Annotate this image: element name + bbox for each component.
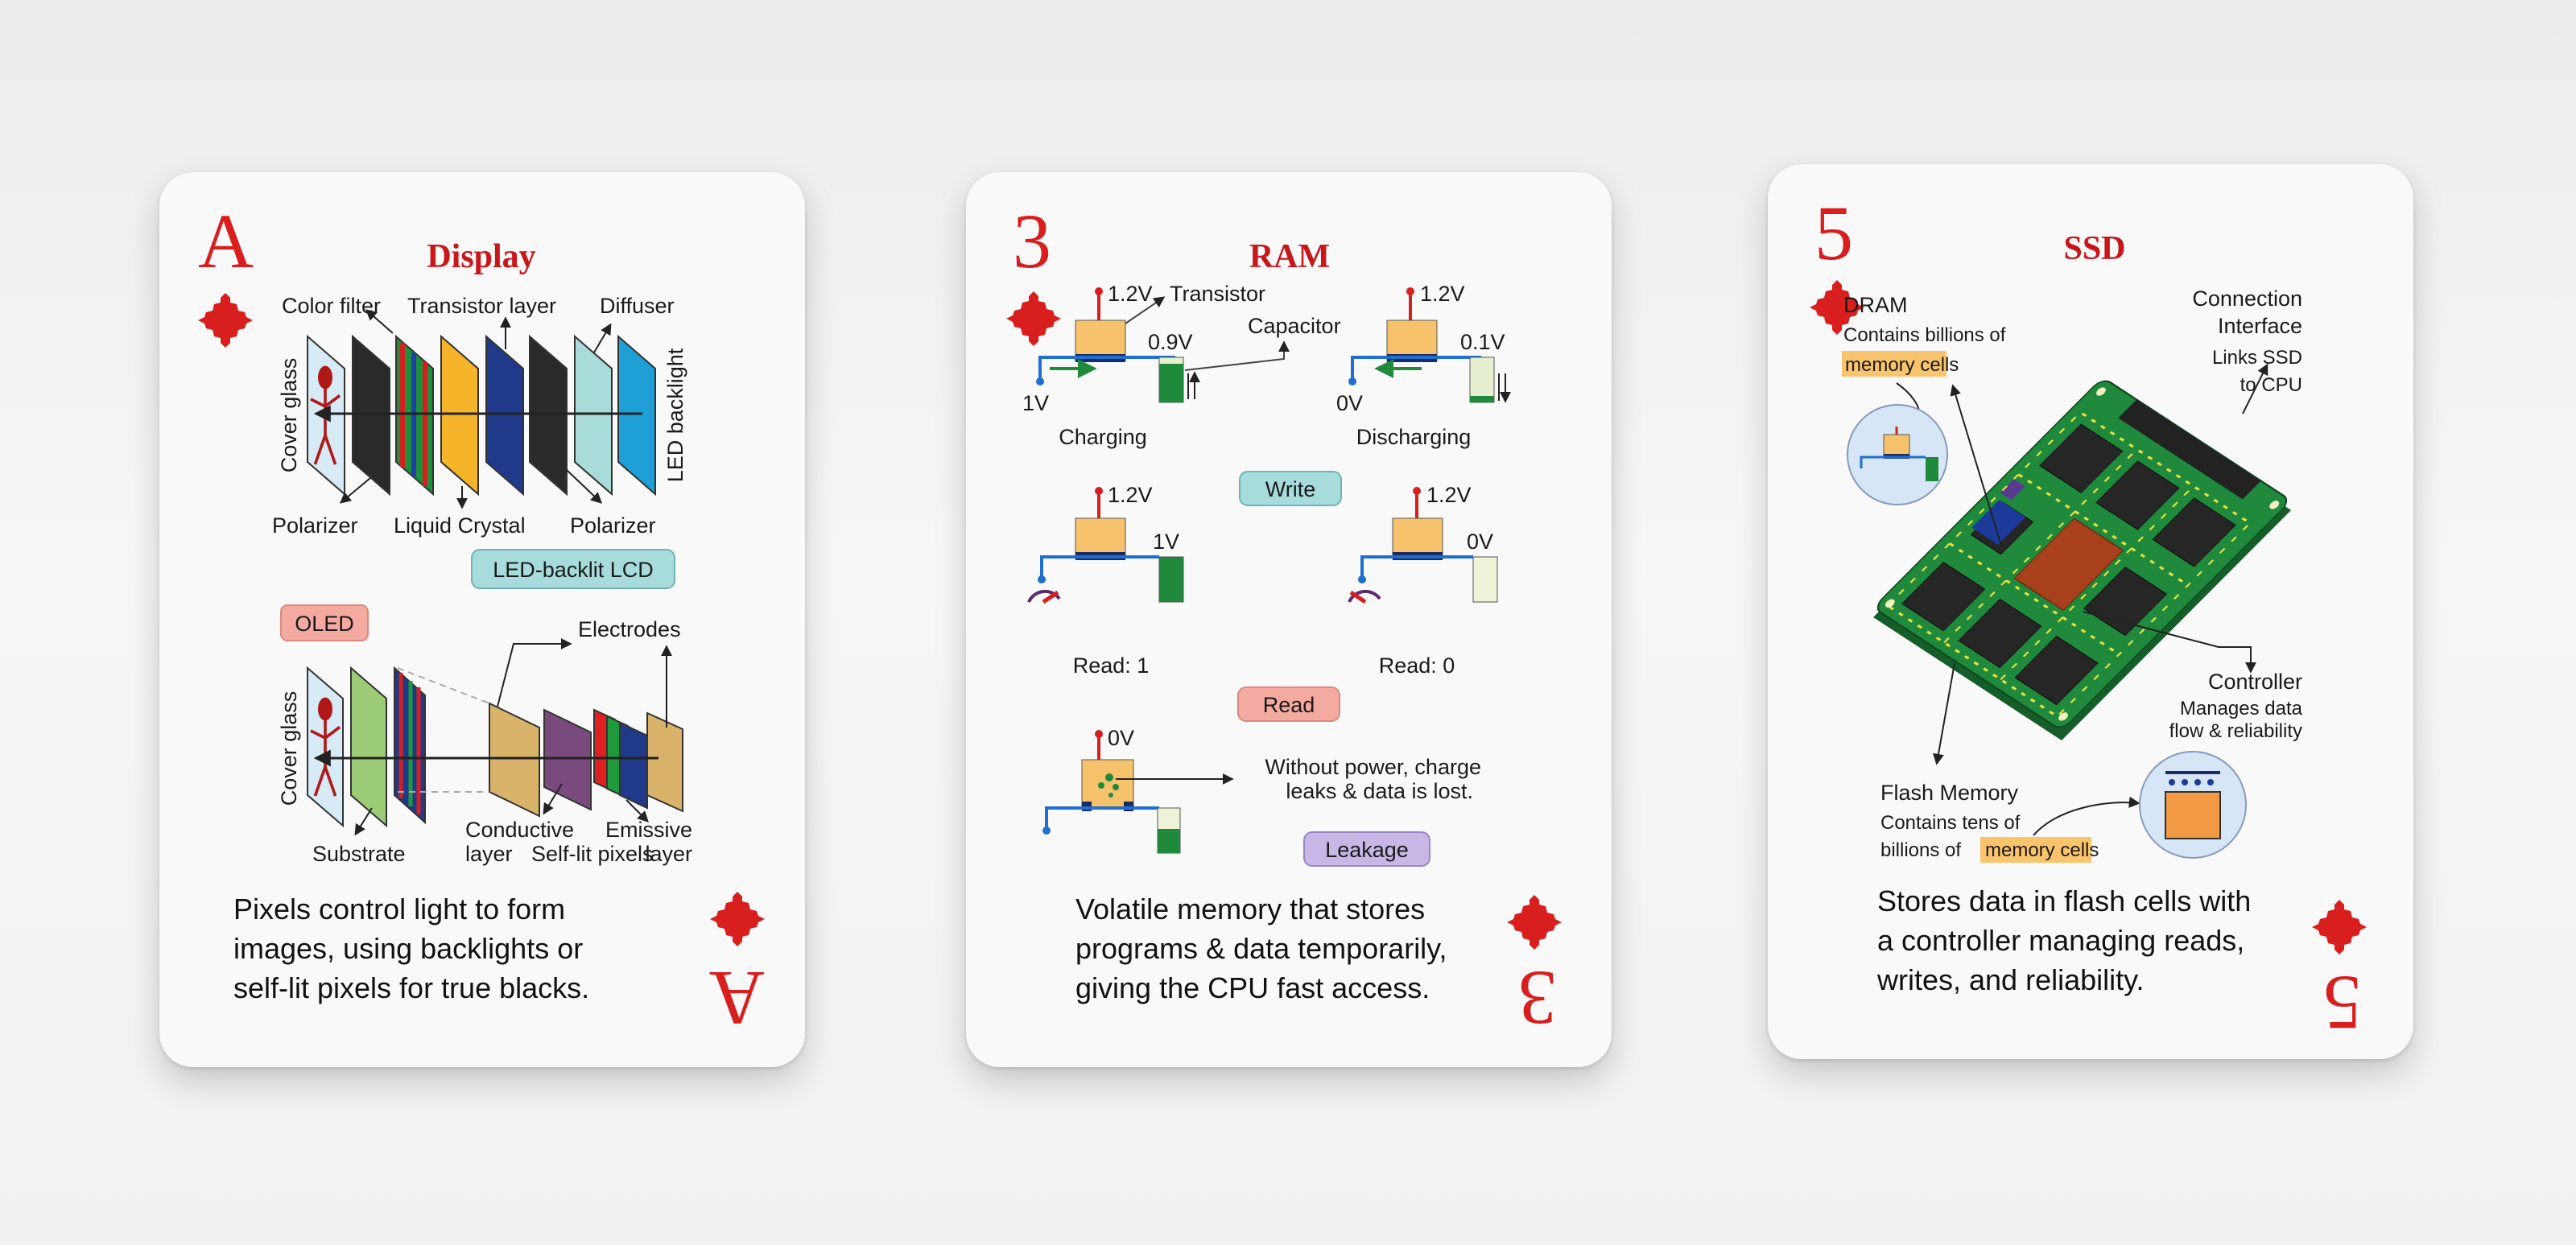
- diamond-icon: [1507, 895, 1562, 950]
- description-line: Volatile memory that stores: [1075, 893, 1425, 926]
- label-liquid-crystal: Liquid Crystal: [394, 513, 526, 538]
- label-emissive: Emissive: [605, 818, 692, 842]
- diamond-icon: [1006, 291, 1061, 346]
- playing-card-display: A Display Color filter Transistor layer …: [159, 172, 805, 1067]
- flash-desc: Contains tens of: [1880, 812, 2021, 834]
- capacitor-voltage: 1V: [1153, 530, 1179, 554]
- description-line: writes, and reliability.: [1876, 963, 2144, 996]
- label-transistor-layer: Transistor layer: [407, 294, 556, 318]
- memory-cell-charging: 1.2V 0.9V 1V Charging: [1022, 282, 1195, 449]
- label-cover-glass: Cover glass: [277, 358, 301, 473]
- playing-card-ssd: 5 SSD DRAM Contains billions of memory c…: [1768, 164, 2413, 1059]
- description-line: programs & data temporarily,: [1075, 932, 1447, 965]
- flash-title: Flash Memory: [1880, 781, 2019, 805]
- label-transistor: Transistor: [1170, 282, 1265, 306]
- diamond-icon: [710, 892, 765, 946]
- label-color-filter: Color filter: [282, 294, 381, 318]
- label-self-lit-pixels: Self-lit pixels: [531, 842, 654, 866]
- card-title: SSD: [2063, 230, 2125, 267]
- label-capacitor: Capacitor: [1248, 314, 1341, 338]
- dram-desc: Contains billions of: [1843, 324, 2006, 346]
- label-diffuser: Diffuser: [600, 294, 675, 318]
- description-line: giving the CPU fast access.: [1075, 971, 1430, 1004]
- card-rank: 5: [1814, 190, 1853, 276]
- memory-cell-read-zero: 1.2V 0V Read: 0: [1348, 483, 1498, 678]
- capacitor-voltage: 0.9V: [1148, 330, 1193, 354]
- gate-voltage: 0V: [1108, 726, 1134, 750]
- label-conductive-layer: layer: [465, 842, 513, 866]
- label-charging: Charging: [1059, 425, 1147, 449]
- card-rank-inverted: A: [709, 955, 765, 1041]
- card-title: RAM: [1249, 238, 1330, 275]
- ssd-circuit-board: [1873, 380, 2291, 740]
- dram-title: DRAM: [1843, 293, 1908, 317]
- diamond-icon: [198, 293, 253, 348]
- description-line: a controller managing reads,: [1877, 924, 2244, 957]
- card-rank: A: [198, 198, 254, 284]
- label-substrate: Substrate: [312, 842, 406, 866]
- interface-desc: to CPU: [2240, 374, 2302, 396]
- controller-title: Controller: [2208, 670, 2302, 694]
- flash-highlight: memory cells: [1985, 839, 2099, 861]
- lcd-diagram: Color filter Transistor layer Diffuser C…: [272, 294, 687, 538]
- dram-cell-icon: [1847, 404, 1948, 505]
- oled-diagram: Electrodes Cover glass Conductive layer …: [277, 617, 692, 866]
- capacitor-voltage: 0.1V: [1460, 330, 1505, 354]
- card-title: Display: [427, 238, 535, 275]
- label-discharging: Discharging: [1356, 425, 1472, 449]
- label-conductive: Conductive: [465, 818, 574, 842]
- memory-cell-discharging: 1.2V 0.1V 0V Discharging: [1336, 282, 1505, 449]
- dram-highlight: memory cells: [1845, 354, 1959, 376]
- oled-badge-label: OLED: [295, 612, 354, 636]
- interface-desc: Links SSD: [2212, 347, 2302, 369]
- interface-title: Interface: [2218, 314, 2302, 338]
- leakage-badge: [1303, 831, 1430, 867]
- leakage-badge-label: Leakage: [1325, 838, 1409, 862]
- gate-voltage: 1.2V: [1108, 282, 1153, 306]
- source-voltage: 1V: [1022, 391, 1049, 415]
- card-rank-inverted: 5: [2323, 960, 2362, 1046]
- label-emissive-layer: layer: [645, 842, 692, 866]
- label-polarizer-front: Polarizer: [272, 513, 358, 538]
- source-voltage: 0V: [1336, 391, 1363, 415]
- controller-desc: flow & reliability: [2169, 720, 2302, 742]
- description-line: self-lit pixels for true blacks.: [233, 971, 589, 1004]
- gauge-icon: [1348, 589, 1381, 603]
- lcd-badge: [471, 549, 675, 589]
- memory-cell-leakage: 0V Without power, charge leaks & data is…: [1042, 726, 1481, 854]
- write-badge: [1239, 471, 1342, 506]
- label-read-zero: Read: 0: [1379, 653, 1455, 678]
- oled-badge: [280, 604, 369, 641]
- label-electrodes: Electrodes: [578, 617, 681, 641]
- controller-chip: [2013, 517, 2124, 612]
- leakage-note: Without power, charge: [1265, 755, 1481, 779]
- gate-voltage: 1.2V: [1108, 483, 1153, 507]
- memory-cell-read-one: 1.2V 1V Read: 1: [1027, 483, 1184, 678]
- label-led-backlight: LED backlight: [663, 348, 687, 482]
- gate-voltage: 1.2V: [1420, 282, 1465, 306]
- capacitor-voltage: 0V: [1467, 530, 1493, 554]
- label-cover-glass-oled: Cover glass: [277, 691, 301, 806]
- description-line: images, using backlights or: [233, 932, 583, 965]
- read-badge-label: Read: [1263, 693, 1315, 717]
- read-badge: [1237, 686, 1340, 722]
- card-rank-inverted: 3: [1518, 955, 1557, 1041]
- diamond-icon: [2312, 900, 2367, 954]
- lcd-badge-label: LED-backlit LCD: [493, 558, 654, 582]
- label-polarizer-back: Polarizer: [570, 513, 656, 538]
- description-line: Pixels control light to form: [233, 893, 565, 926]
- flash-desc: billions of: [1880, 839, 1961, 861]
- label-read-one: Read: 1: [1073, 653, 1150, 678]
- leakage-note: leaks & data is lost.: [1286, 779, 1473, 803]
- flash-cell-icon: [2139, 751, 2247, 859]
- interface-title: Connection: [2192, 287, 2302, 311]
- card-rank: 3: [1013, 198, 1051, 284]
- controller-desc: Manages data: [2180, 698, 2303, 719]
- gauge-icon: [1027, 589, 1061, 603]
- playing-card-ram: 3 RAM 1.2V 0.9V 1V Charging Transistor C…: [966, 172, 1612, 1067]
- write-badge-label: Write: [1265, 477, 1316, 501]
- gate-voltage: 1.2V: [1426, 483, 1472, 507]
- description-line: Stores data in flash cells with: [1877, 884, 2251, 917]
